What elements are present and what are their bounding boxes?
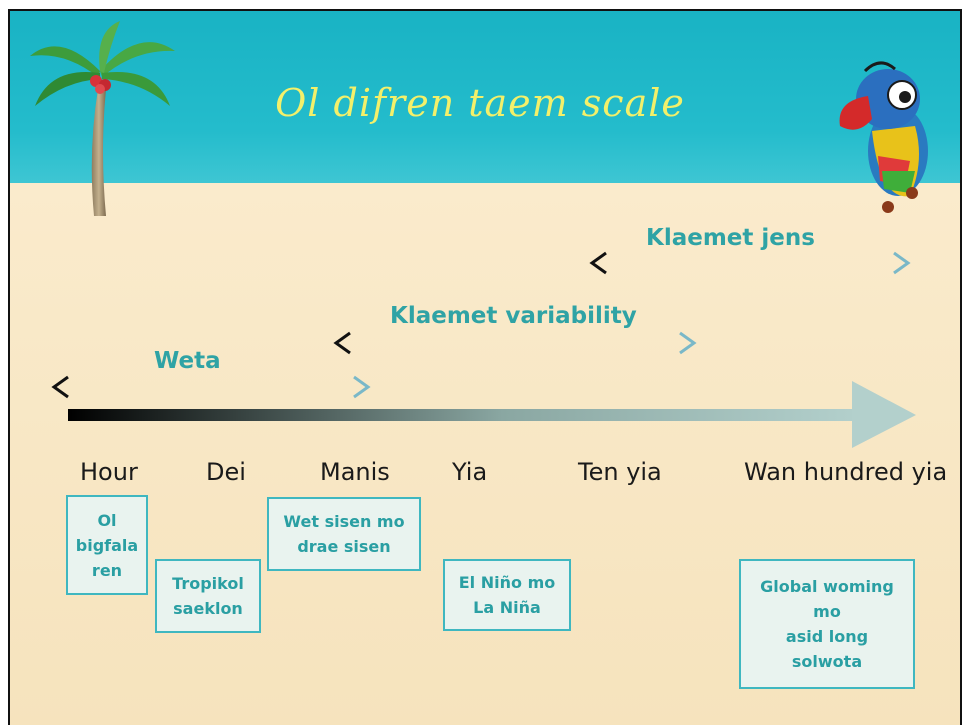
klaemet-variability-arrow xyxy=(333,331,697,355)
scale-label-hour: Hour xyxy=(80,458,138,486)
scale-label-ten-yia: Ten yia xyxy=(578,458,662,486)
phenomenon-text: Wet sisen mo drae sisen xyxy=(283,512,405,556)
phenomenon-box-global-woming: Global woming mo asid long solwota xyxy=(739,559,915,689)
phenomenon-text: Ol bigfala ren xyxy=(75,510,139,580)
time-axis-arrow xyxy=(68,381,916,448)
scale-label-yia: Yia xyxy=(452,458,488,486)
scale-label-wan-hundred-yia: Wan hundred yia xyxy=(744,458,948,486)
phenomenon-box-bigfala-ren: Ol bigfala ren xyxy=(66,495,148,595)
diagram-graphics xyxy=(30,21,928,448)
scale-label-dei: Dei xyxy=(206,458,246,486)
phenomenon-box-el-nino: El Niño mo La Niña xyxy=(443,559,571,631)
phenomenon-box-tropikol-saeklon: Tropikol saeklon xyxy=(155,559,261,633)
range-label-klaemet-jens: Klaemet jens xyxy=(646,225,815,251)
diagram-title: Ol difren taem scale xyxy=(275,81,685,125)
parrot-mascot-icon xyxy=(839,61,928,213)
phenomenon-text: Global woming mo asid long solwota xyxy=(760,577,894,671)
weta-arrow xyxy=(51,375,371,399)
sky-background xyxy=(10,11,960,183)
phenomenon-box-wet-drae-sisen: Wet sisen mo drae sisen xyxy=(267,497,421,571)
diagram-frame: Ol difren taem scale Klaemet jens Klaeme… xyxy=(8,9,962,725)
range-label-weta: Weta xyxy=(154,348,221,374)
klaemet-jens-arrow xyxy=(589,251,911,275)
palm-tree-icon xyxy=(30,21,175,216)
phenomenon-text: Tropikol saeklon xyxy=(172,574,244,618)
phenomenon-text: El Niño mo La Niña xyxy=(458,573,556,617)
scale-label-manis: Manis xyxy=(320,458,390,486)
range-label-klaemet-variability: Klaemet variability xyxy=(390,303,637,329)
